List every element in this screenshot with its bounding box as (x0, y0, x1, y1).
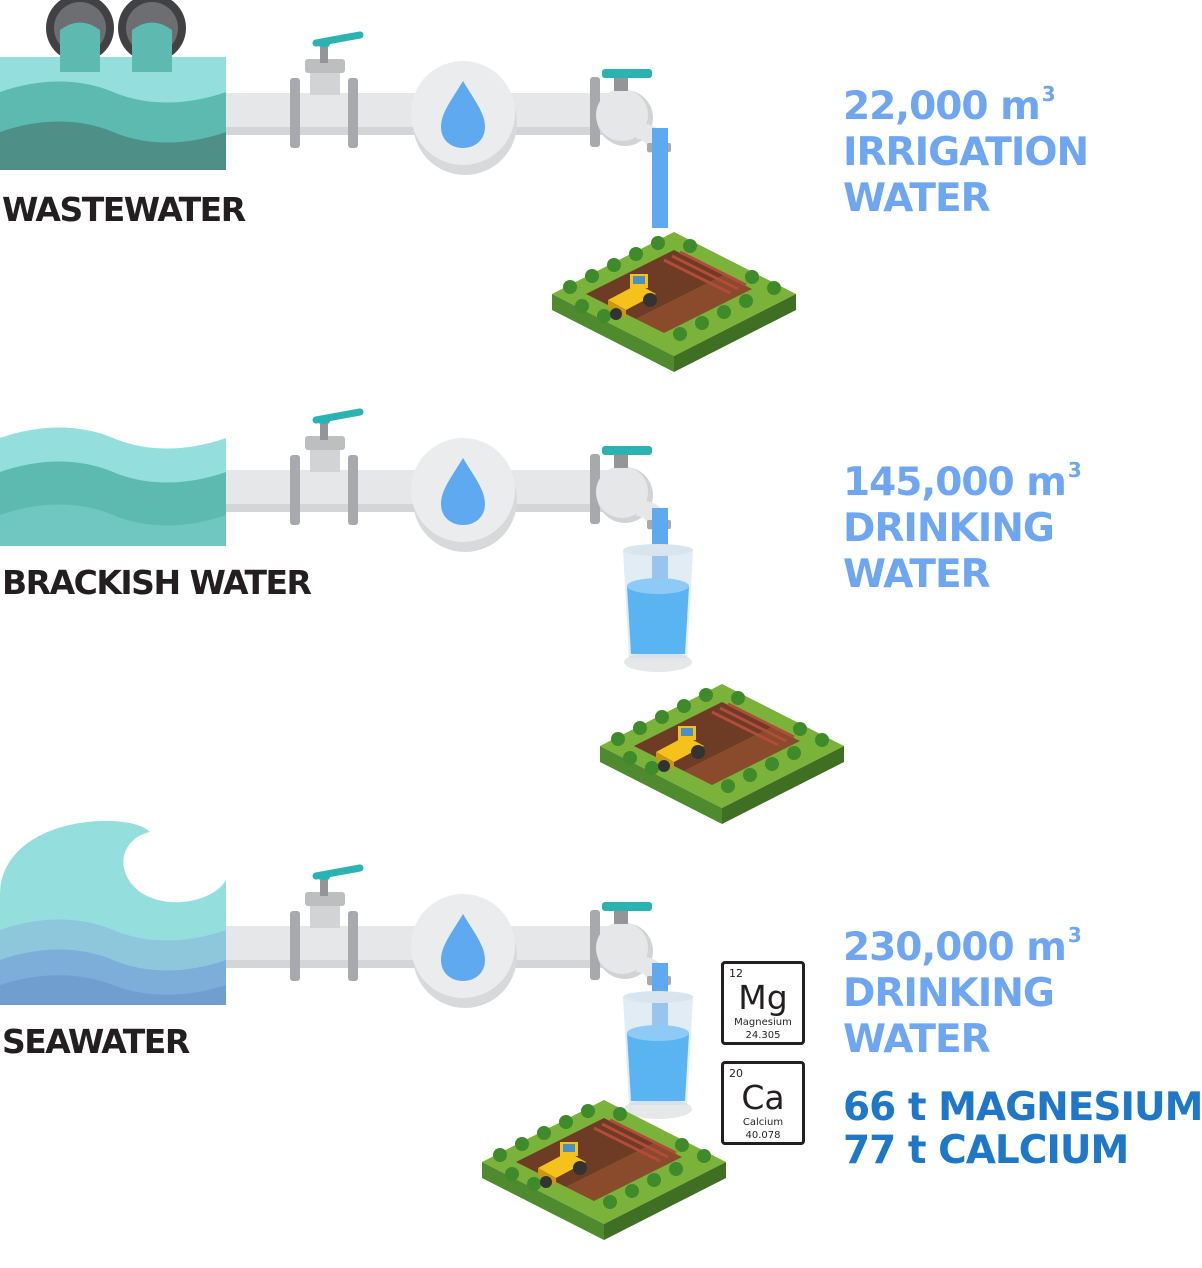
farm-field-icon (480, 1098, 728, 1242)
pipeline-seawater (226, 868, 671, 1008)
element-tile-magnesium: 12 Mg Magnesium 24.305 (721, 961, 805, 1045)
glass-of-water-icon (623, 544, 693, 672)
atomic-number: 12 (729, 967, 743, 980)
output-type: IRRIGATION (843, 130, 1089, 175)
output-type: WATER (843, 1017, 991, 1062)
water-stream (652, 128, 668, 228)
glass-of-water-icon (623, 991, 693, 1119)
atomic-weight: 40.078 (745, 1130, 781, 1141)
output-type: DRINKING (843, 971, 1055, 1016)
farm-field-icon (550, 230, 798, 374)
atomic-number: 20 (729, 1067, 743, 1080)
brackish-water-source (0, 427, 226, 546)
output-type: WATER (843, 176, 991, 221)
atomic-weight: 24.305 (745, 1030, 781, 1041)
element-name: Calcium (742, 1117, 784, 1128)
source-label-wastewater: WASTEWATER (2, 190, 246, 229)
source-label-seawater: SEAWATER (2, 1022, 190, 1061)
element-name: Magnesium (734, 1017, 792, 1028)
mineral-magnesium: 66 t MAGNESIUM (843, 1085, 1202, 1130)
element-tile-calcium: 20 Ca Calcium 40.078 (721, 1061, 805, 1145)
element-symbol: Mg (738, 978, 788, 1017)
seawater-source (0, 820, 226, 1005)
farm-field-icon (598, 682, 846, 826)
pipeline-brackish (226, 412, 671, 552)
source-label-brackish: BRACKISH WATER (2, 563, 312, 602)
pipeline-wastewater (226, 35, 671, 175)
output-type: DRINKING (843, 506, 1055, 551)
output-type: WATER (843, 552, 991, 597)
mineral-calcium: 77 t CALCIUM (843, 1128, 1129, 1173)
element-symbol: Ca (741, 1078, 785, 1117)
wastewater-source (0, 0, 226, 170)
mineral-output: 66 t MAGNESIUM 77 t CALCIUM (843, 1086, 1202, 1172)
